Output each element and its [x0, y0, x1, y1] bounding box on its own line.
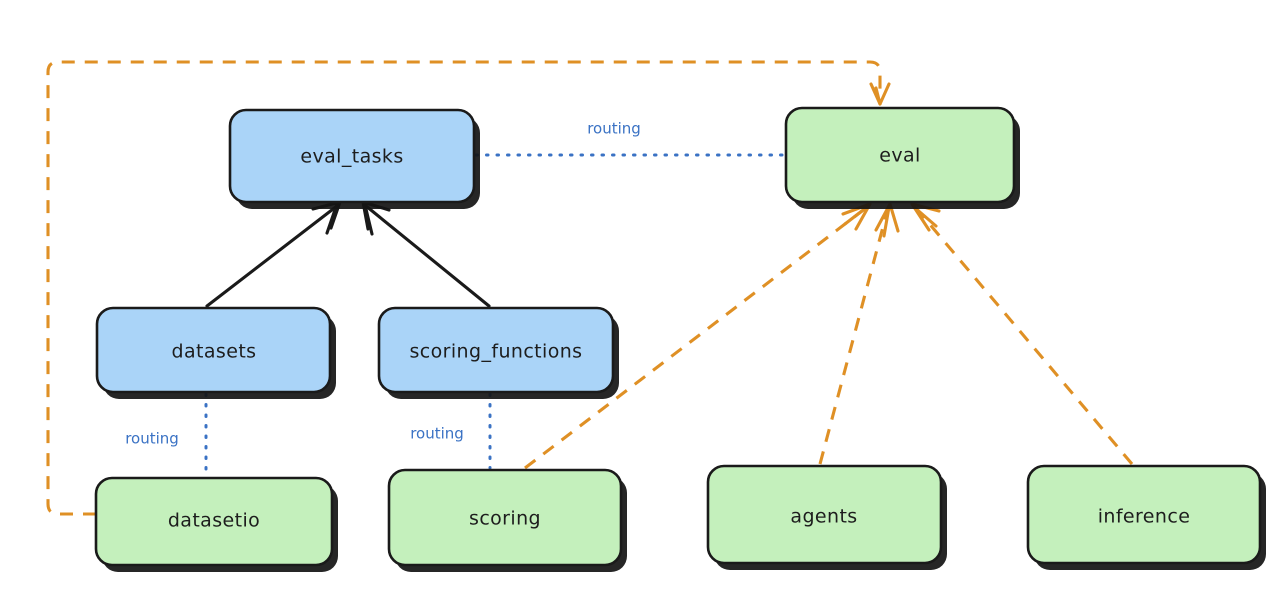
edge-scoring-functions-to-eval-tasks-arrow-flick	[363, 203, 374, 236]
node-inference[interactable]: inference	[1026, 464, 1266, 570]
edge-label-routing-eval-tasks-eval: routing	[587, 120, 641, 138]
edge-label-routing-datasets-datasetio: routing	[125, 430, 179, 448]
node-eval-tasks[interactable]: eval_tasks	[228, 108, 480, 209]
node-datasets-label: datasets	[172, 341, 257, 363]
node-scoring-functions-label: scoring_functions	[410, 341, 583, 363]
node-datasetio-box	[94, 476, 334, 567]
edge-datasetio-to-eval[interactable]	[46, 60, 891, 516]
edge-agents-to-eval[interactable]	[818, 202, 900, 465]
edge-label-routing-scoring-functions-scoring: routing	[410, 425, 464, 443]
node-scoring-label: scoring	[469, 508, 541, 530]
node-eval[interactable]: eval	[784, 106, 1020, 209]
node-datasetio-label: datasetio	[168, 510, 260, 532]
node-scoring-box	[387, 468, 623, 567]
edge-datasets-to-eval-tasks-line	[205, 204, 339, 308]
node-eval-box	[784, 106, 1016, 204]
edge-scoring-to-eval-arrow-flick	[843, 205, 869, 226]
node-eval-label: eval	[879, 145, 920, 167]
node-scoring[interactable]: scoring	[387, 468, 627, 572]
edge-datasetio-to-eval-line	[46, 60, 882, 516]
edge-scoring-to-eval-line	[524, 206, 867, 470]
edge-datasetio-to-eval-arrow-flick	[874, 86, 882, 106]
node-agents[interactable]: agents	[706, 464, 947, 570]
edge-inference-to-eval[interactable]	[910, 202, 1134, 465]
edge-datasets-to-eval-tasks[interactable]	[205, 200, 342, 308]
node-scoring-functions-box	[377, 306, 615, 394]
edge-agents-to-eval-arrow-flick	[882, 205, 891, 238]
node-agents-label: agents	[790, 506, 857, 528]
node-eval-tasks-label: eval_tasks	[300, 146, 403, 168]
node-eval-tasks-box	[228, 108, 476, 204]
edge-agents-to-eval-line	[818, 207, 890, 465]
node-inference-label: inference	[1098, 506, 1191, 528]
node-datasetio[interactable]: datasetio	[94, 476, 338, 572]
node-agents-box	[706, 464, 943, 565]
node-datasets-box	[95, 306, 332, 394]
edge-scoring-functions-to-eval-tasks-line	[364, 204, 491, 308]
edge-label-group: routing routing routing	[125, 120, 641, 448]
node-datasets[interactable]: datasets	[95, 306, 336, 399]
node-scoring-functions[interactable]: scoring_functions	[377, 306, 619, 399]
edge-inference-to-eval-line	[914, 207, 1134, 465]
edge-scoring-functions-to-eval-tasks[interactable]	[361, 200, 491, 308]
edge-inference-to-eval-arrow-flick	[912, 205, 938, 228]
node-inference-box	[1026, 464, 1262, 565]
